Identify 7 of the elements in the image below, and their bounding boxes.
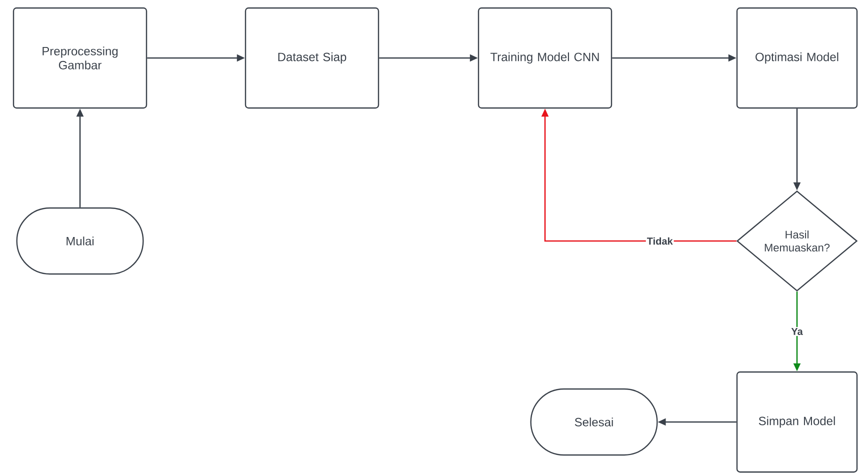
process-box: Preprocessing Gambar bbox=[12, 7, 148, 109]
process-box: Training Model CNN bbox=[478, 7, 612, 109]
edge-label: Ya bbox=[790, 327, 804, 336]
process-box: Dataset Siap bbox=[244, 7, 380, 109]
edge-label: Tidak bbox=[646, 236, 674, 246]
process-box: Optimasi Model bbox=[736, 7, 858, 109]
process-box: Simpan Model bbox=[736, 371, 858, 473]
